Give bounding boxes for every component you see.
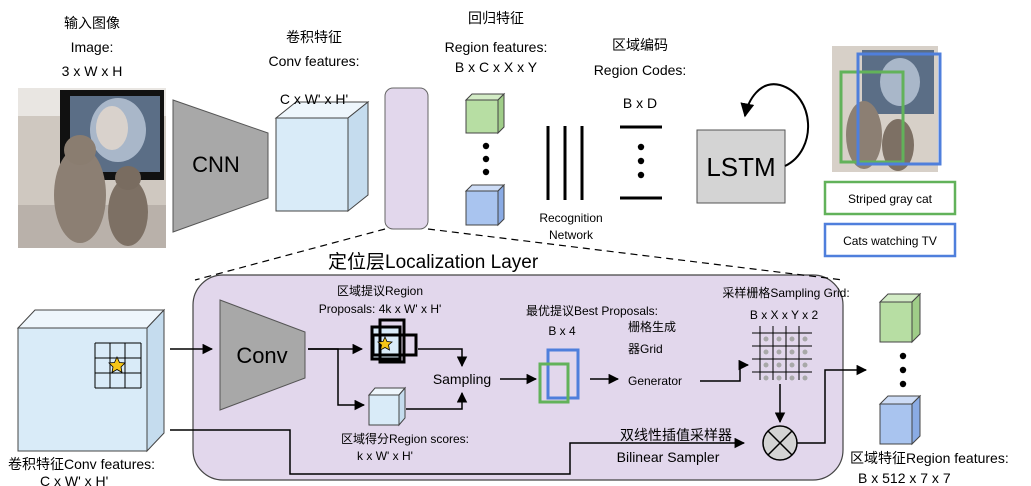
ellipsis-dot	[899, 352, 907, 360]
conv-label: Conv	[236, 343, 287, 368]
localization-layer-box	[192, 274, 844, 481]
ellipsis-dot	[637, 143, 645, 151]
ellipsis-dot	[637, 157, 645, 165]
best-proposals-label-2: B x 4	[548, 324, 576, 338]
arrow-proposals-to-sampling	[418, 348, 468, 368]
star-icon	[377, 336, 393, 351]
lstm-recurrent-arrow	[740, 83, 809, 167]
conv-block	[219, 299, 306, 411]
grid-generator-label-1: 栅格生成	[628, 319, 676, 334]
region-proposals-label-2: Proposals: 4k x W' x H'	[319, 302, 442, 316]
zoom-line-right	[427, 228, 844, 281]
cnn-label: CNN	[192, 152, 240, 177]
bilinear-sampler-icon	[762, 425, 798, 461]
caption-green-box	[823, 180, 957, 216]
region-features-blue-cube	[464, 183, 506, 227]
grid-generator-label-3: Generator	[628, 374, 682, 388]
recognition-label-2: Network	[549, 228, 594, 242]
localization-layer-title: 定位层Localization Layer	[328, 251, 539, 273]
ellipsis-dot	[482, 168, 490, 176]
best-proposal-blue-box	[546, 348, 580, 400]
region-scores-label-2: k x W' x H'	[357, 449, 413, 463]
conv-features-bottom-cube	[16, 308, 166, 453]
lstm-block	[696, 129, 786, 204]
sampling-grid-label-2: B x X x Y x 2	[750, 308, 819, 322]
best-proposals-label-1: 最优提议Best Proposals:	[526, 303, 658, 318]
sampling-grid-icon	[752, 326, 812, 381]
region-scores-cube	[367, 386, 407, 427]
region-features-top-dims: B x C x X x Y	[455, 59, 538, 75]
region-features-out-green-cube	[878, 292, 922, 344]
region-proposals-label-1: 区域提议Region	[337, 283, 423, 298]
ellipsis-dot	[637, 171, 645, 179]
arrow-grid-to-sampling-grid	[700, 359, 750, 382]
zoom-line-left	[194, 228, 386, 281]
star-icon	[108, 356, 126, 374]
ellipsis-dot	[482, 155, 490, 163]
input-image	[18, 88, 166, 248]
region-codes-cn: 区域编码	[612, 37, 668, 53]
region-scores-label-1: 区域得分Region scores:	[341, 431, 469, 446]
sampling-grid-label-1: 采样栅格Sampling Grid:	[722, 285, 849, 300]
region-features-out-label: 区域特征Region features:	[850, 450, 1009, 466]
input-image-dims: 3 x W x H	[62, 63, 123, 79]
input-image-label-en: Image:	[71, 39, 114, 55]
caption-blue-box	[823, 222, 957, 258]
region-codes-dims: B x D	[623, 95, 657, 111]
bilinear-sampler-label-1: 双线性插值采样器	[620, 427, 732, 443]
region-features-green-cube	[464, 92, 506, 135]
conv-features-dims: C x W' x H'	[280, 91, 348, 107]
conv-features-label-cn: 卷积特征	[286, 29, 342, 45]
region-codes-en: Region Codes:	[594, 62, 687, 78]
region-features-top-en: Region features:	[445, 39, 548, 55]
conv-features-bottom-label: 卷积特征Conv features:	[8, 456, 155, 472]
region-features-out-dims: B x 512 x 7 x 7	[858, 470, 951, 486]
conv-features-cube	[274, 100, 370, 213]
region-proposals-icon	[370, 318, 418, 364]
lstm-label: LSTM	[706, 152, 775, 182]
grid-generator-label-2: 器Grid	[628, 342, 663, 356]
region-features-out-blue-cube	[878, 394, 922, 446]
sampling-label: Sampling	[433, 371, 491, 387]
conv-features-label-en: Conv features:	[268, 53, 359, 69]
bilinear-sampler-label-2: Bilinear Sampler	[617, 449, 720, 465]
output-image	[832, 46, 942, 172]
ellipsis-dot	[482, 142, 490, 150]
arrow-sampler-to-features	[797, 364, 868, 444]
caption-green: Striped gray cat	[848, 192, 933, 206]
ellipsis-dot	[899, 380, 907, 388]
recognition-label-1: Recognition	[539, 211, 602, 225]
conv-features-bottom-dims: C x W' x H'	[40, 473, 108, 486]
best-proposal-green-box	[538, 362, 570, 404]
caption-blue: Cats watching TV	[843, 234, 937, 248]
cnn-block	[172, 99, 269, 233]
arrow-features-to-sampler	[170, 429, 746, 475]
ellipsis-dot	[899, 366, 907, 374]
arrow-scores-to-sampling	[406, 391, 468, 410]
input-image-label-cn: 输入图像	[64, 15, 120, 31]
region-features-top-cn: 回归特征	[468, 10, 524, 26]
localization-layer-block	[384, 87, 429, 230]
